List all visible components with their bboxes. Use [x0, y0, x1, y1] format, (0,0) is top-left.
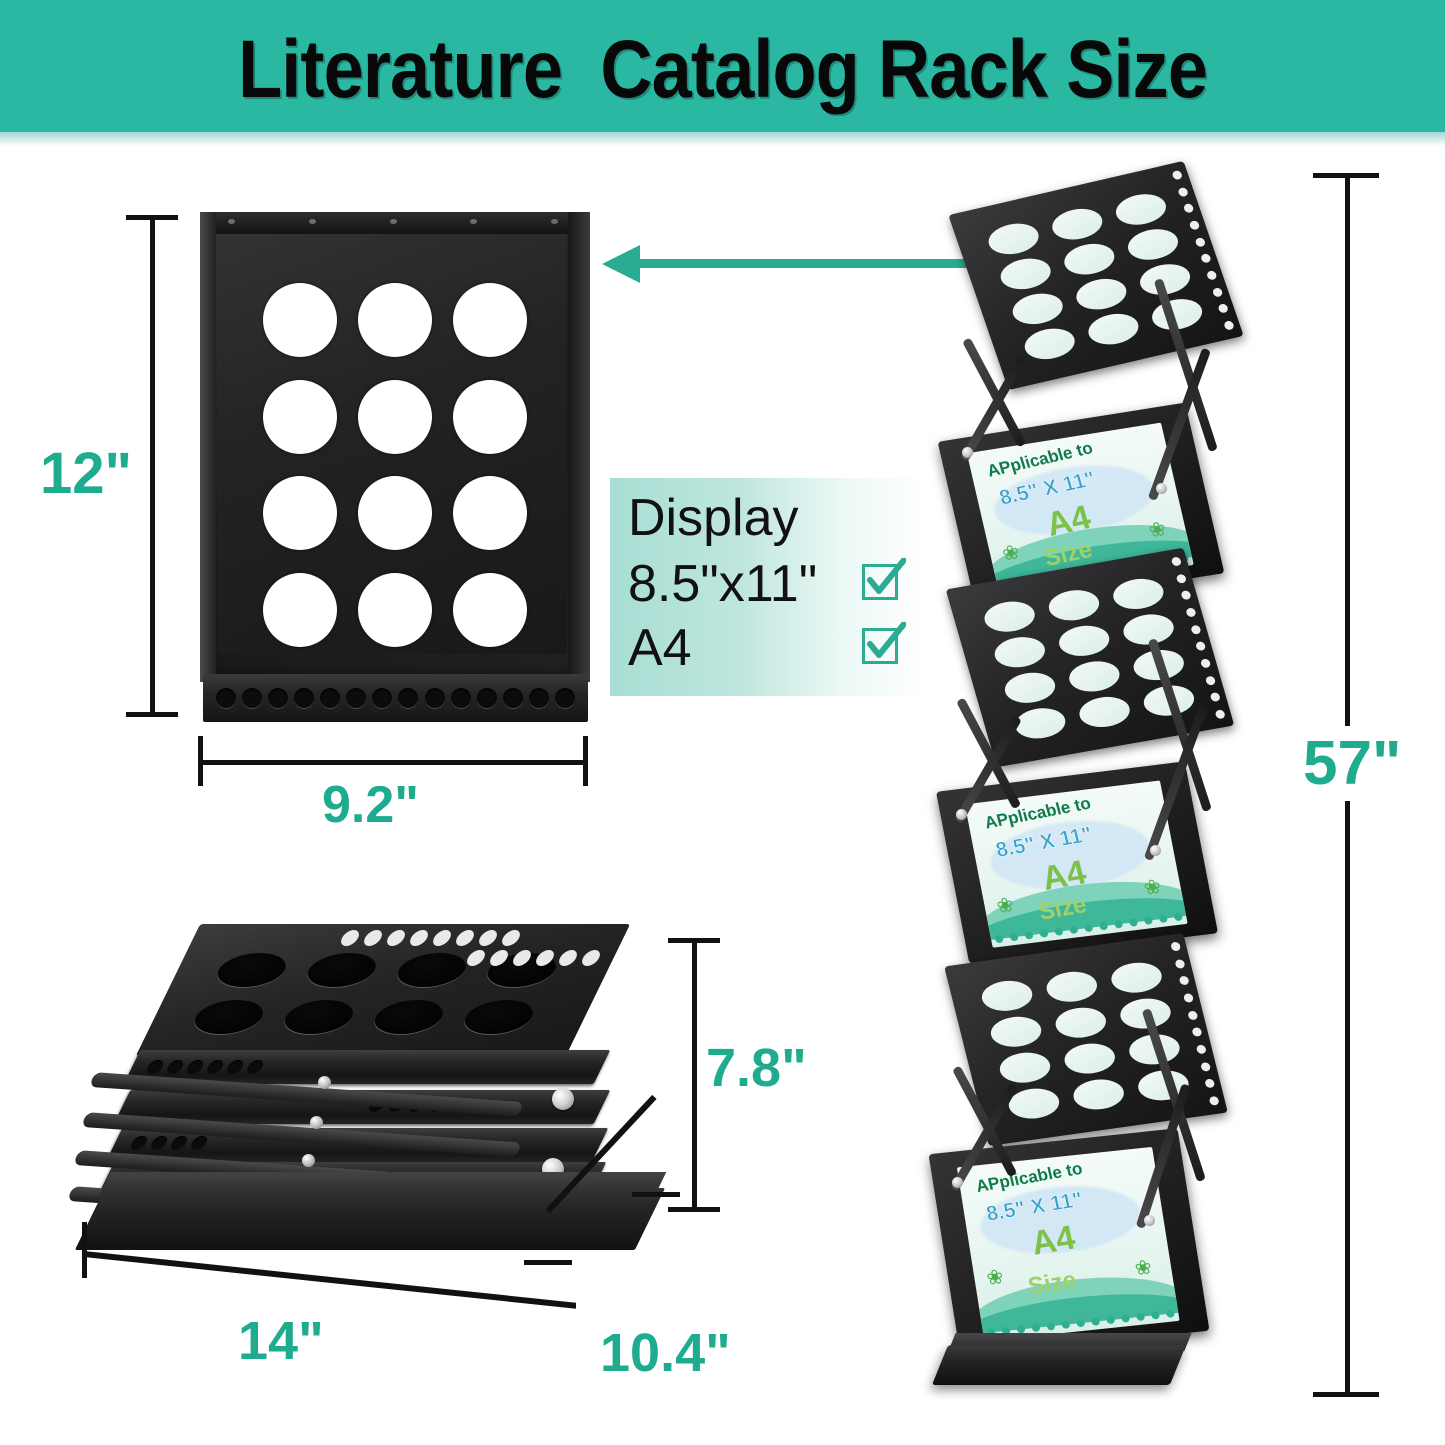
checkbox-a4[interactable] [862, 622, 906, 666]
clover-icon: ❀ [994, 894, 1016, 918]
rack-pivot-joint [952, 1177, 963, 1188]
dimension-cap-bottom-57 [1313, 1392, 1379, 1397]
folded-layer-perforations [144, 1060, 266, 1074]
checkmark-icon [867, 622, 906, 658]
tray-body [200, 212, 590, 682]
rack-pivot-joint [962, 447, 973, 458]
folded-base-slab [74, 1188, 666, 1250]
tray-top-wall [200, 212, 590, 234]
dimension-line-height-12 [150, 217, 155, 717]
dimension-cap-top-78 [668, 938, 720, 943]
rack-pivot-joint [1144, 1215, 1155, 1226]
header-banner: Literature Catalog Rack Size [0, 0, 1445, 140]
folded-arm-rivet [318, 1076, 331, 1089]
tray-left-wall [200, 212, 216, 682]
display-option-a4: A4 [628, 619, 692, 677]
dimension-cap-right-92 [583, 736, 588, 786]
display-option-letter: 8.5"x11" [628, 555, 818, 613]
clover-icon: ❀ [1000, 541, 1022, 566]
tray-front-view [200, 212, 590, 722]
folded-arm-rivet [310, 1116, 323, 1129]
folded-rack-view [67, 900, 690, 1300]
rack-pivot-joint [956, 809, 967, 820]
pointer-arrow-line [638, 259, 993, 268]
dimension-cap-bottom-104 [524, 1260, 572, 1265]
dimension-cap-left-14 [82, 1222, 87, 1278]
rack-panel-hole-grid [977, 574, 1200, 743]
dimension-cap-top-104 [632, 1192, 680, 1197]
card-text-a4: A4 [1027, 1218, 1079, 1263]
display-box-title: Display [628, 489, 799, 547]
dimension-line-width-92 [200, 760, 588, 765]
clover-icon: ❀ [1146, 518, 1169, 543]
dimension-line-height-78 [692, 940, 697, 1212]
tray-circle-grid [260, 280, 530, 650]
brochure-card-2: ❀ ❀ APplicable to 8.5" X 11" A4 Size [964, 780, 1188, 948]
rack-base-slab [931, 1345, 1187, 1385]
folded-roller-wheel [552, 1088, 574, 1110]
display-info-box: Display 8.5"x11" A4 [610, 478, 925, 696]
tray-bottom-lip [203, 674, 588, 722]
checkmark-icon [867, 558, 906, 594]
rack-pivot-joint [1150, 845, 1161, 856]
left-arrow-icon [602, 245, 640, 283]
folded-rail-perforations-top [338, 930, 523, 946]
page-title: Literature Catalog Rack Size [237, 24, 1208, 115]
tray-screw-row [228, 219, 558, 225]
dimension-label-57: 57" [1303, 726, 1402, 801]
checkbox-square [862, 628, 898, 664]
rack-pivot-joint [1156, 483, 1167, 494]
dimension-label-12: 12" [40, 441, 133, 506]
folded-arm-rivet [302, 1154, 315, 1167]
dimension-label-92: 9.2" [322, 776, 419, 834]
brochure-card-3: ❀ ❀ APplicable to 8.5" X 11" A4 Size [956, 1146, 1180, 1342]
assembled-rack-view: ❀ ❀ APplicable to 8.5" X 11" A4 Size [900, 160, 1270, 1410]
clover-icon: ❀ [1142, 876, 1164, 900]
dimension-cap-bottom-78 [668, 1207, 720, 1212]
clover-icon: ❀ [984, 1266, 1006, 1290]
dimension-label-104: 10.4" [600, 1323, 731, 1383]
dimension-label-14: 14" [238, 1311, 324, 1371]
tray-right-wall [568, 212, 590, 682]
folded-rail-perforations-right [464, 950, 603, 966]
header-gradient-fade [0, 132, 1445, 146]
dimension-label-78: 7.8" [706, 1038, 807, 1098]
clover-icon: ❀ [1133, 1256, 1154, 1281]
rack-panel-3 [944, 932, 1228, 1147]
checkbox-square [862, 564, 898, 600]
checkbox-letter[interactable] [862, 558, 906, 602]
dimension-cap-top-57 [1313, 173, 1379, 178]
dimension-cap-top-12 [126, 215, 178, 220]
dimension-cap-left-92 [198, 736, 203, 786]
folded-layer-perforations [128, 1136, 210, 1150]
dimension-cap-bottom-12 [126, 712, 178, 717]
